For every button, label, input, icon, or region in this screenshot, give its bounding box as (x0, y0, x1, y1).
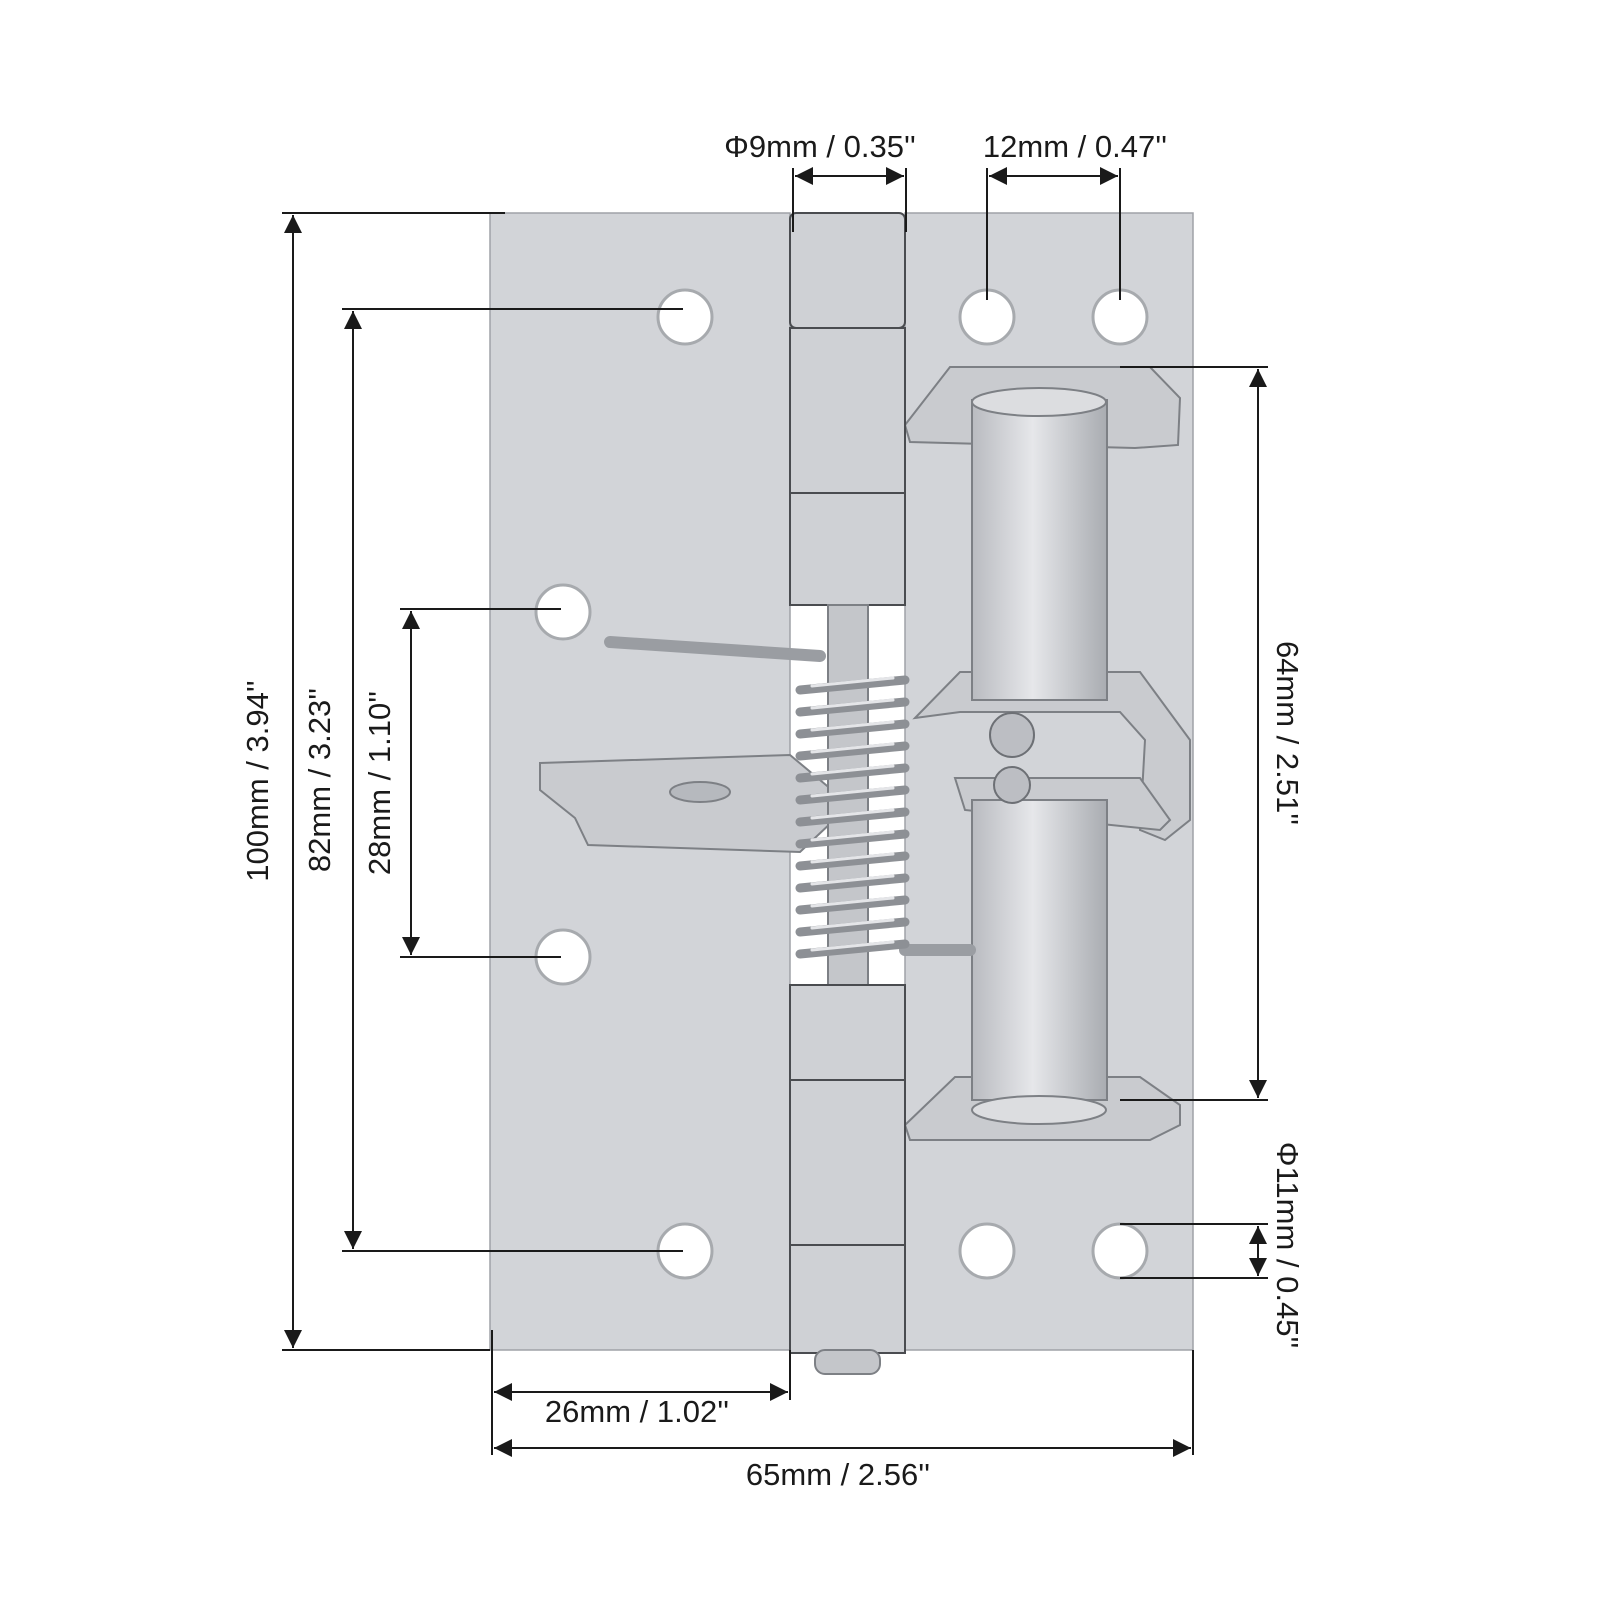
total-width-label: 65mm / 2.56'' (746, 1457, 930, 1492)
leaf-width-label: 26mm / 1.02'' (545, 1394, 729, 1429)
pin-end-cap (814, 1349, 881, 1375)
spring-arm (604, 636, 826, 662)
detent-ball (989, 712, 1035, 758)
outer-hole-spacing-label: 82mm / 3.23'' (302, 688, 337, 872)
mounting-hole-icon (958, 1222, 1016, 1280)
torsion-spring (795, 675, 910, 959)
bracket-span-label: 64mm / 2.51'' (1270, 641, 1305, 825)
mounting-hole-icon (656, 288, 714, 346)
total-height-label: 100mm / 3.94'' (240, 680, 275, 881)
mounting-hole-icon (534, 583, 592, 641)
mounting-hole-icon (1091, 1222, 1149, 1280)
pin-diameter-label: Φ9mm / 0.35'' (724, 129, 916, 164)
hinge-drawing (489, 212, 1194, 1375)
spring-tab (539, 753, 852, 854)
hole-spacing-top-label: 12mm / 0.47'' (983, 129, 1167, 164)
inner-hole-spacing-label: 28mm / 1.10'' (362, 691, 397, 875)
detent-ball (993, 766, 1031, 804)
lower-cylinder (971, 799, 1108, 1101)
hole-diameter-label: Φ11mm / 0.45'' (1270, 1142, 1305, 1349)
dimension-lines (282, 167, 1268, 1457)
upper-cylinder (971, 399, 1108, 701)
dimension-labels: Φ9mm / 0.35'' 12mm / 0.47'' 100mm / 3.94… (240, 129, 1305, 1492)
